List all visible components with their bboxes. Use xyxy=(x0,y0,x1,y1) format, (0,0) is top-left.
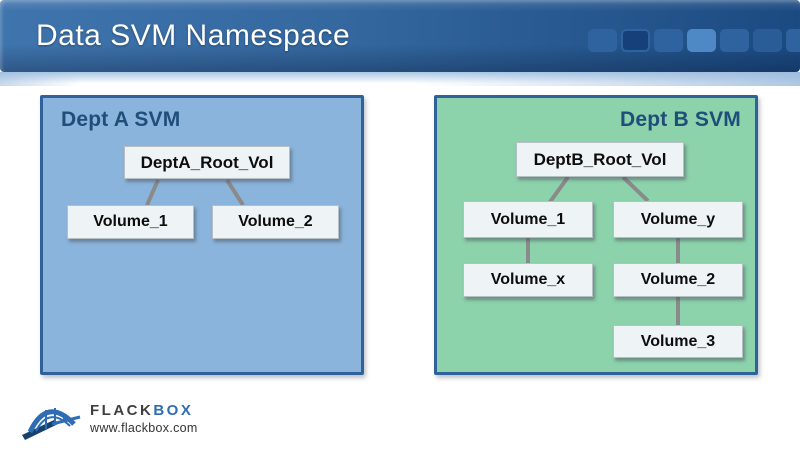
node-deptb-volume-x: Volume_x xyxy=(463,263,593,297)
header-highlight-strip xyxy=(0,72,800,86)
connector-line xyxy=(548,175,570,204)
decor-square xyxy=(621,29,650,52)
node-depta-volume-1: Volume_1 xyxy=(67,205,194,239)
header-decoration-squares xyxy=(588,29,800,52)
brand-box: BOX xyxy=(153,401,194,419)
brand-name: FLACKBOX xyxy=(90,402,198,421)
slide-header: Data SVM Namespace xyxy=(0,0,800,72)
dept-b-panel-title: Dept B SVM xyxy=(619,108,741,131)
dept-b-svm-panel: Dept B SVM DeptB_Root_Vol Volume_1 Volum… xyxy=(434,95,758,375)
dept-a-connectors xyxy=(145,178,245,207)
flackbox-bridge-icon xyxy=(22,408,81,440)
node-depta-volume-2: Volume_2 xyxy=(212,205,339,239)
decor-square xyxy=(786,29,800,52)
node-depta-root-vol: DeptA_Root_Vol xyxy=(124,146,290,179)
connector-line xyxy=(145,179,160,206)
decor-square xyxy=(720,29,749,52)
node-deptb-volume-2: Volume_2 xyxy=(613,263,743,297)
dept-a-svm-panel: Dept A SVM DeptA_Root_Vol Volume_1 Volum… xyxy=(40,95,364,375)
brand-flack: FLACK xyxy=(90,401,154,419)
connector-line xyxy=(621,175,650,203)
decor-square xyxy=(753,29,782,52)
node-deptb-volume-1: Volume_1 xyxy=(463,201,593,238)
brand-text: FLACKBOX www.flackbox.com xyxy=(90,402,198,436)
decor-square xyxy=(687,29,716,52)
dept-a-panel-title: Dept A SVM xyxy=(61,108,181,131)
page-title: Data SVM Namespace xyxy=(36,19,351,52)
node-deptb-root-vol: DeptB_Root_Vol xyxy=(516,142,684,177)
decor-square xyxy=(588,29,617,52)
node-deptb-volume-3: Volume_3 xyxy=(613,325,743,358)
website-url: www.flackbox.com xyxy=(90,420,198,435)
decor-square xyxy=(654,29,683,52)
connector-line xyxy=(225,178,245,207)
flackbox-logo: FLACKBOX www.flackbox.com xyxy=(22,394,198,444)
dept-b-connectors xyxy=(526,175,680,326)
node-deptb-volume-y: Volume_y xyxy=(613,201,743,238)
